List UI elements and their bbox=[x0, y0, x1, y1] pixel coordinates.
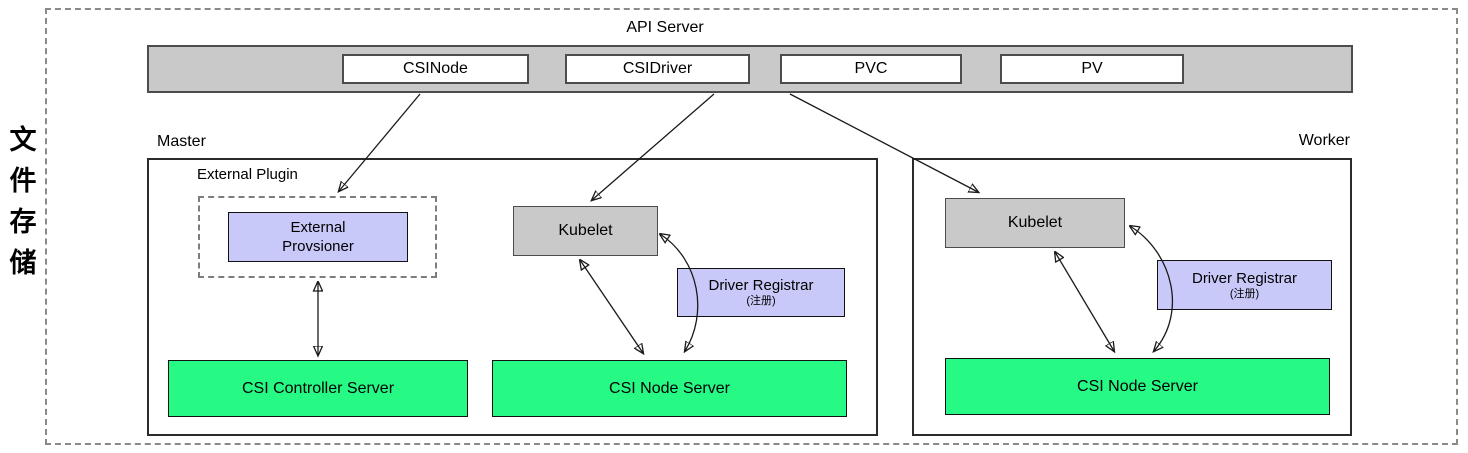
api-server-title: API Server bbox=[626, 19, 704, 36]
worker-driver-registrar-name: Driver Registrar bbox=[1191, 269, 1297, 287]
external-provisioner-line2: Provsioner bbox=[282, 238, 354, 255]
storage-boundary-dashed-border bbox=[45, 8, 1458, 445]
master-driver-registrar-name: Driver Registrar bbox=[708, 277, 814, 294]
external-plugin-dashed-border bbox=[198, 196, 437, 278]
csi-controller-server-block: CSI Controller Server bbox=[168, 360, 468, 417]
api-server-bar: CSINode CSIDriver PVC PV bbox=[147, 45, 1353, 93]
master-kubelet-block: Kubelet bbox=[513, 206, 658, 256]
external-plugin-label: External Plugin bbox=[197, 166, 298, 183]
api-resource-pv: PV bbox=[1000, 54, 1184, 84]
api-resource-csidriver: CSIDriver bbox=[565, 54, 750, 84]
master-csi-node-server-block: CSI Node Server bbox=[492, 360, 847, 417]
api-resource-csinode: CSINode bbox=[342, 54, 529, 84]
file-storage-vertical-label: 文件存储 bbox=[9, 125, 37, 278]
external-provisioner-block: External Provsioner bbox=[228, 212, 408, 262]
master-driver-registrar-sub: (注册) bbox=[746, 295, 776, 307]
master-label: Master bbox=[157, 133, 206, 150]
worker-driver-registrar-sub: (注册) bbox=[1229, 287, 1260, 300]
worker-driver-registrar-block: Driver Registrar (注册) bbox=[1157, 260, 1332, 310]
api-resource-pvc: PVC bbox=[780, 54, 962, 84]
master-driver-registrar-block: Driver Registrar (注册) bbox=[677, 268, 845, 317]
worker-kubelet-block: Kubelet bbox=[945, 198, 1125, 248]
external-provisioner-line1: External bbox=[290, 219, 346, 236]
worker-csi-node-server-block: CSI Node Server bbox=[945, 358, 1330, 415]
worker-label: Worker bbox=[1298, 132, 1350, 149]
